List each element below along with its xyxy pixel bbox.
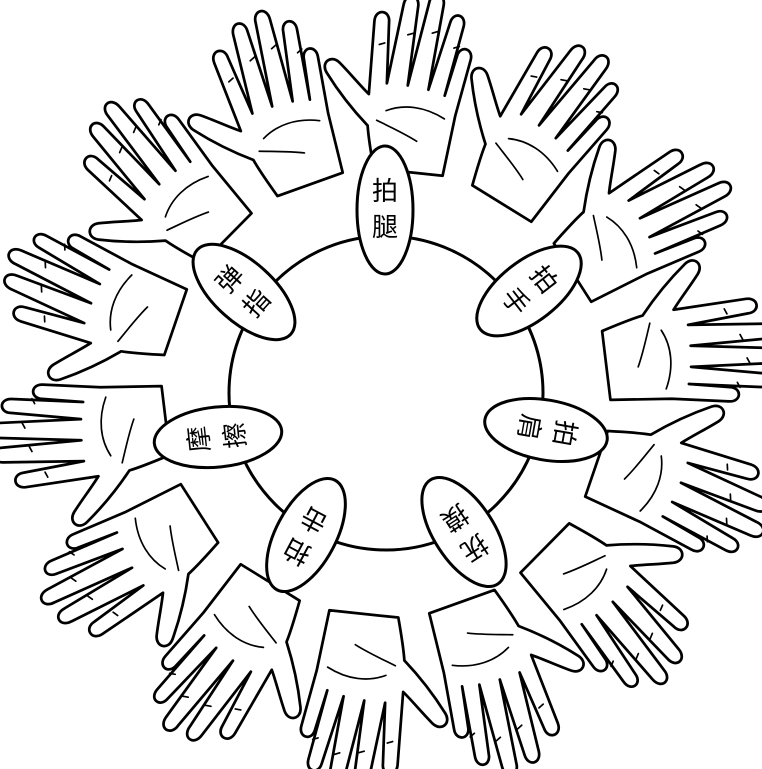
- label-oval-mo-ca: 摩擦: [151, 400, 285, 473]
- oval-shape: [151, 400, 285, 473]
- hand: [580, 375, 762, 570]
- label-char: 摩: [184, 424, 217, 453]
- oval-shape: [405, 464, 523, 601]
- label-char: 肩: [511, 411, 545, 442]
- hand: [0, 216, 192, 411]
- label-char: 擦: [220, 421, 253, 450]
- oval-shape: [357, 146, 413, 274]
- hand-outline: [580, 375, 762, 570]
- label-oval-fu-mo: 抚摸: [405, 464, 523, 601]
- label-oval-pai-tui: 拍腿: [357, 146, 413, 274]
- hand-outline: [0, 216, 192, 411]
- oval-shape: [480, 390, 613, 471]
- label-oval-pai-jian: 拍肩: [480, 390, 613, 471]
- label-char: 拍: [372, 177, 398, 207]
- label-char: 腿: [372, 213, 398, 243]
- label-char: 拍: [547, 418, 581, 449]
